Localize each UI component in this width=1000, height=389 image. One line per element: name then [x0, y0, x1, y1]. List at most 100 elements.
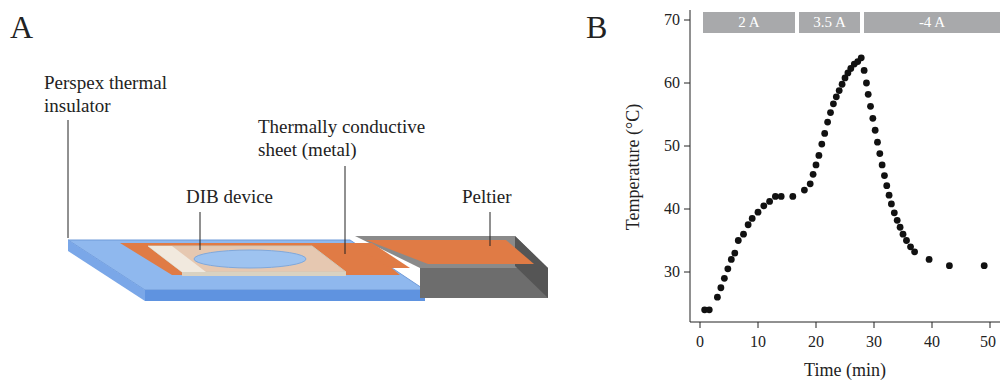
panel-letter: B	[586, 8, 607, 46]
axis-label: 30	[664, 262, 680, 281]
current-bar: 2 A	[703, 12, 795, 33]
data-point	[863, 80, 870, 87]
axis-label: 50	[664, 136, 680, 155]
data-point	[867, 103, 874, 110]
data-point	[881, 172, 888, 179]
data-point	[886, 192, 893, 199]
data-point	[833, 93, 840, 100]
tick	[990, 322, 991, 328]
data-point	[821, 130, 828, 137]
current-bar: 3.5 A	[799, 12, 860, 33]
tick	[874, 322, 875, 328]
dib-device	[148, 246, 346, 272]
axis-label: 20	[808, 332, 824, 351]
tick	[684, 83, 690, 84]
data-point	[724, 265, 731, 272]
tick	[684, 272, 690, 273]
tick	[816, 322, 817, 328]
dib-chamber	[194, 250, 306, 268]
data-point	[717, 284, 724, 291]
current-value: 2 A	[738, 14, 759, 31]
data-point	[858, 54, 865, 61]
data-point	[816, 152, 823, 159]
leader-line	[490, 212, 491, 246]
peltier-side	[515, 236, 548, 298]
data-point	[891, 209, 898, 216]
axis-label: 70	[664, 10, 680, 29]
data-point	[824, 119, 831, 126]
y-axis	[690, 10, 691, 322]
tick	[684, 209, 690, 210]
data-point	[903, 237, 910, 244]
data-point	[888, 201, 895, 208]
part-label: Thermally conductive sheet (metal)	[258, 116, 448, 162]
data-point	[911, 248, 918, 255]
axis-label: 60	[664, 73, 680, 92]
data-point	[731, 250, 738, 257]
data-point	[900, 231, 907, 238]
data-point	[897, 224, 904, 231]
dib-front	[182, 272, 346, 276]
data-point	[755, 209, 762, 216]
data-point	[876, 150, 883, 157]
axis-label: 50	[980, 332, 996, 351]
data-point	[714, 294, 721, 301]
axis-label: 40	[924, 332, 940, 351]
part-label: Peltier	[462, 186, 512, 209]
data-point	[728, 256, 735, 263]
data-point	[865, 91, 872, 98]
data-point	[839, 81, 846, 88]
data-point	[861, 67, 868, 74]
current-value: -4 A	[919, 14, 945, 31]
leader-line	[200, 212, 201, 250]
data-point	[801, 187, 808, 194]
tick	[684, 146, 690, 147]
tick	[932, 322, 933, 328]
axis-label: Temperature (°C)	[623, 104, 645, 230]
tick	[758, 322, 759, 328]
data-point	[760, 202, 767, 209]
data-point	[772, 193, 779, 200]
leader-line	[345, 166, 346, 254]
data-points	[701, 54, 987, 313]
data-point	[879, 162, 886, 169]
data-point	[789, 193, 796, 200]
data-point	[827, 109, 834, 116]
data-point	[883, 182, 890, 189]
data-point	[813, 162, 820, 169]
leader-line	[68, 120, 69, 238]
axis-ticks	[684, 20, 990, 328]
data-point	[745, 221, 752, 228]
data-point	[894, 217, 901, 224]
data-point	[946, 262, 953, 269]
x-axis	[690, 322, 1000, 323]
tick	[700, 322, 701, 328]
current-bar: -4 A	[864, 12, 1000, 33]
axis-label: 10	[750, 332, 766, 351]
data-point	[830, 100, 837, 107]
part-label: Perspex thermal insulator	[44, 72, 209, 118]
metal-sheet-bridge	[350, 243, 410, 268]
data-point	[735, 237, 742, 244]
data-point	[926, 256, 933, 263]
data-point	[749, 215, 756, 222]
axis-label: 0	[696, 332, 704, 351]
tick	[684, 20, 690, 21]
data-point	[981, 262, 988, 269]
data-point	[778, 193, 785, 200]
current-value: 3.5 A	[813, 14, 846, 31]
panel-letter: A	[10, 8, 33, 46]
part-label: DIB device	[186, 186, 273, 209]
data-point	[807, 180, 814, 187]
data-point	[721, 275, 728, 282]
axis-label: Time (min)	[804, 360, 886, 382]
data-point	[810, 171, 817, 178]
perspex-front	[145, 290, 425, 301]
data-point	[766, 198, 773, 205]
axis-label: 40	[664, 199, 680, 218]
data-point	[872, 127, 879, 134]
data-point	[740, 231, 747, 238]
data-point	[818, 141, 825, 148]
data-point	[706, 306, 713, 313]
